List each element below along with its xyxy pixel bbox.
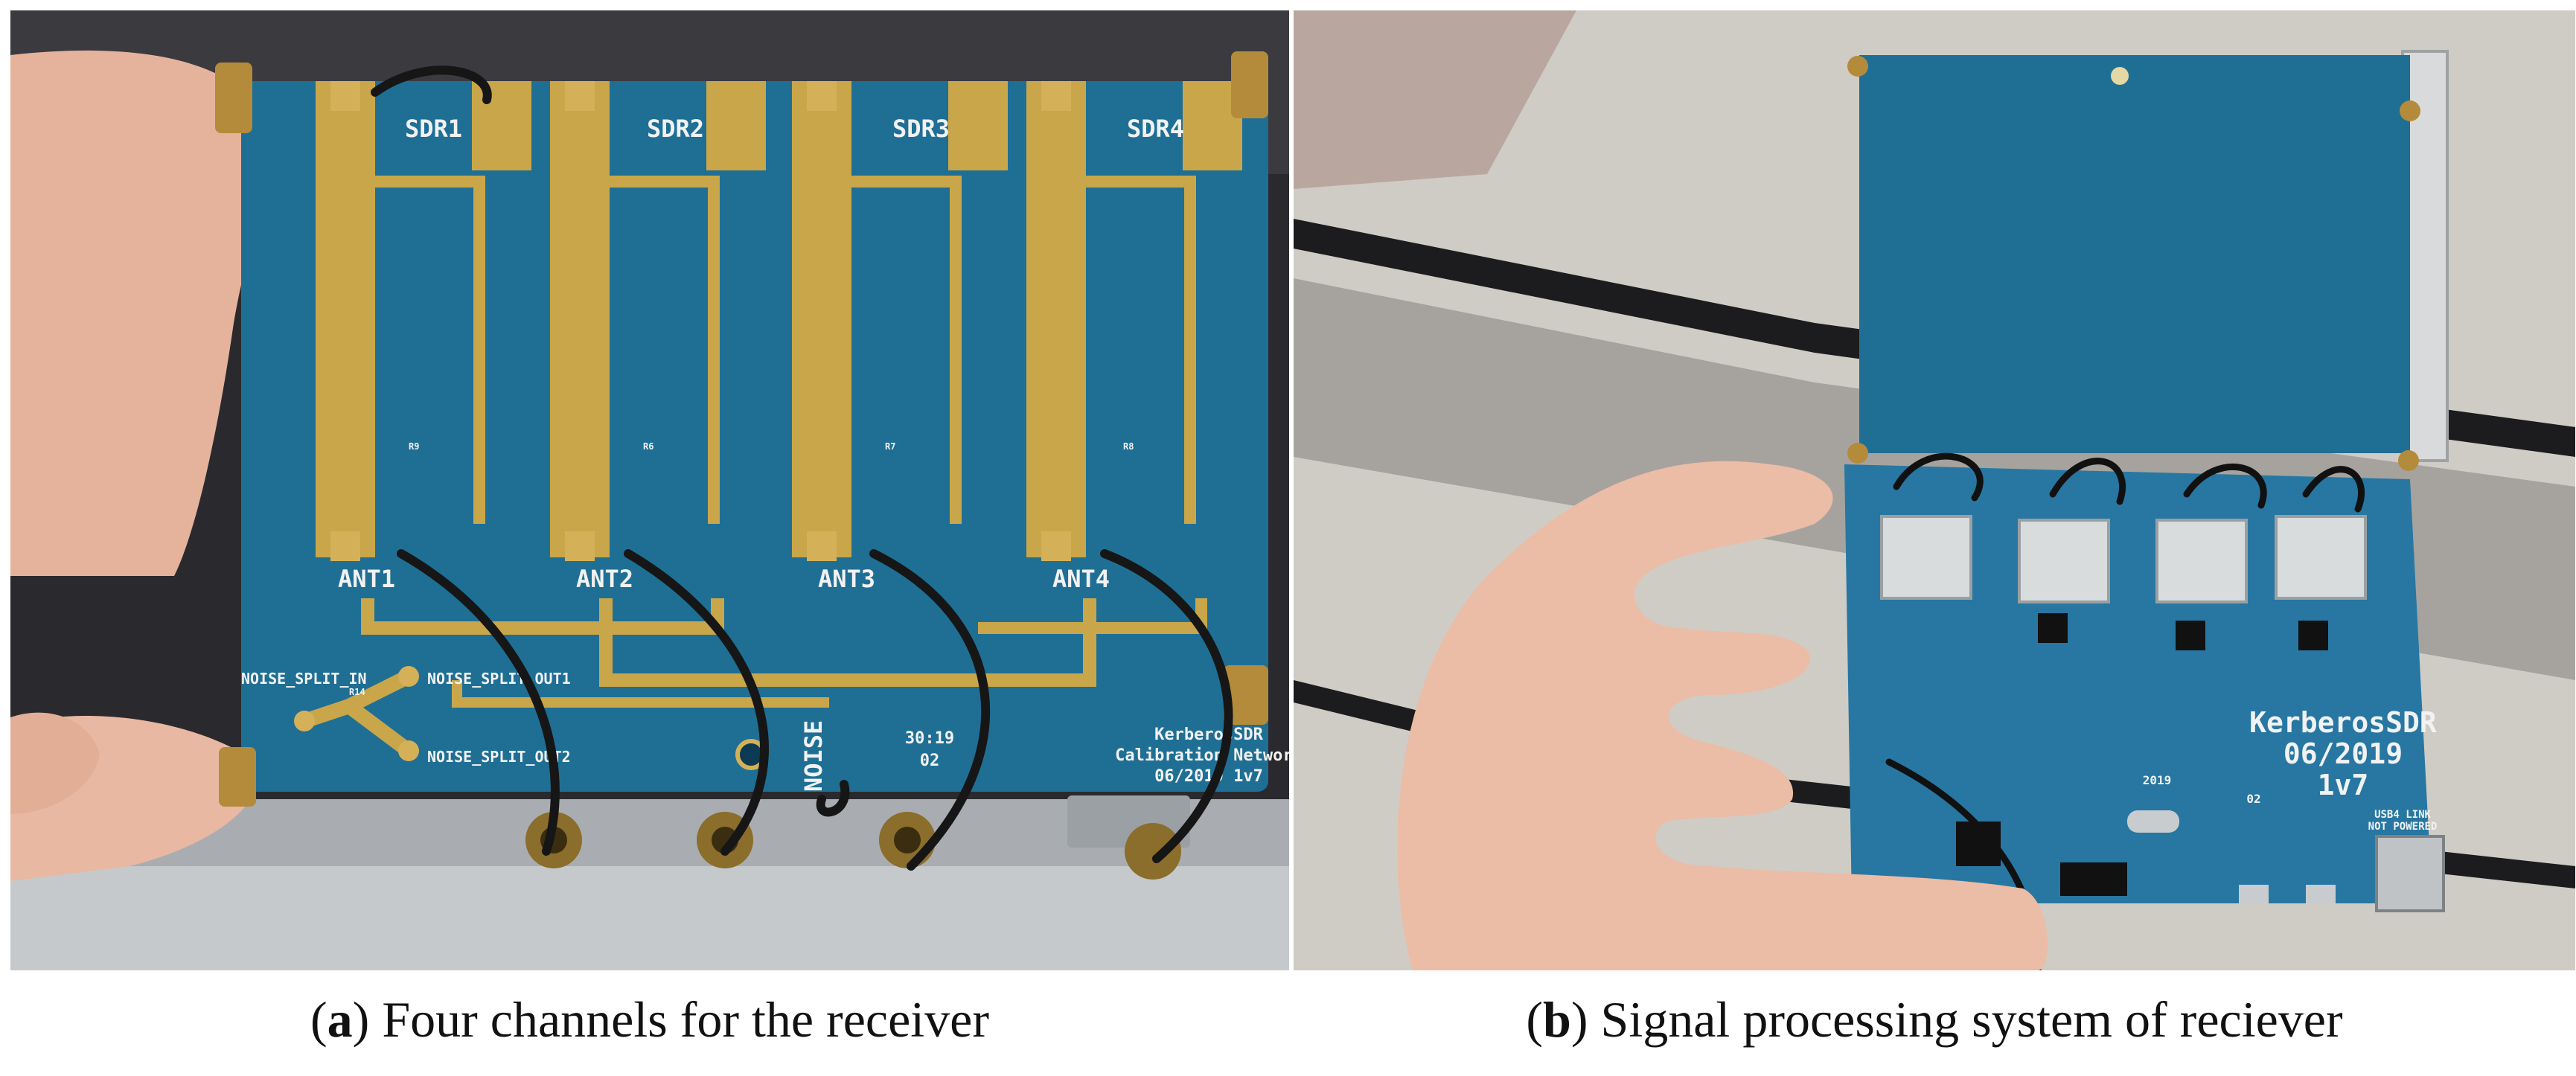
brand-line: 06/2019 (2283, 737, 2403, 770)
sdr-label: SDR1 (405, 115, 462, 143)
usb-link-label: USB4 LINK (2374, 809, 2431, 821)
ufl-connector (807, 531, 837, 561)
pcb-lid (1859, 55, 2410, 453)
calibration-loop (589, 176, 720, 524)
board-code-label: 30:19 (905, 729, 954, 748)
noise-split-in-label: NOISE_SPLIT_IN (241, 670, 367, 688)
noise-split-out1-label: NOISE_SPLIT_OUT1 (427, 670, 571, 688)
hand-left (10, 50, 268, 577)
caption-b-label: b (1543, 991, 1571, 1048)
brand-line: KerberosSDR (2249, 706, 2437, 739)
calibration-loop (1065, 176, 1196, 524)
ant-label: ANT3 (818, 565, 875, 593)
rev-mark: 02 (2246, 792, 2260, 806)
caption-b-text: Signal processing system of reciever (1588, 991, 2343, 1048)
ufl-connector (565, 81, 595, 111)
resistor-label: R8 (1123, 441, 1134, 452)
brand-line: KerberosSDR (1154, 726, 1263, 744)
caption-a-text: Four channels for the receiver (369, 991, 989, 1048)
ant-label: ANT4 (1052, 565, 1110, 593)
resistor-label: R9 (409, 441, 419, 452)
calibration-pcb (215, 51, 1268, 807)
resistor-label: R7 (885, 441, 895, 452)
date-mark: 2019 (2143, 773, 2172, 787)
ufl-connector (1041, 531, 1071, 561)
usb-link-label: NOT POWERED (2368, 821, 2438, 833)
ufl-connector (807, 81, 837, 111)
ant-label: ANT2 (576, 565, 633, 593)
coax-cables (371, 65, 1233, 871)
ufl-connector (330, 81, 360, 111)
ufl-connector (1041, 81, 1071, 111)
sdr-label: SDR2 (647, 115, 704, 143)
caption-a: (a) Four channels for the receiver (310, 991, 989, 1048)
hand-right (1397, 461, 2048, 970)
noise-split-out2-label: NOISE_SPLIT_OUT2 (427, 748, 571, 766)
receiver-pcb (1844, 464, 2445, 912)
brand-line: 06/2019 1v7 (1154, 767, 1263, 786)
sdr-label: SDR4 (1127, 115, 1184, 143)
caption-a-label: a (327, 991, 353, 1048)
ufl-connector (565, 531, 595, 561)
ant-label: ANT1 (338, 565, 395, 593)
resistor-label: R14 (349, 687, 365, 697)
board-code-label: 02 (920, 752, 940, 770)
caption-b: (b) Signal processing system of reciever (1526, 991, 2343, 1048)
resistor-label: R6 (643, 441, 653, 452)
sdr-label: SDR3 (892, 115, 950, 143)
noise-label: NOISE (799, 720, 828, 792)
calibration-loop (354, 176, 485, 524)
brand-line: Calibration Network (1115, 746, 1289, 765)
brand-line: 1v7 (2318, 769, 2369, 801)
ufl-connector (330, 531, 360, 561)
calibration-loop (831, 176, 962, 524)
